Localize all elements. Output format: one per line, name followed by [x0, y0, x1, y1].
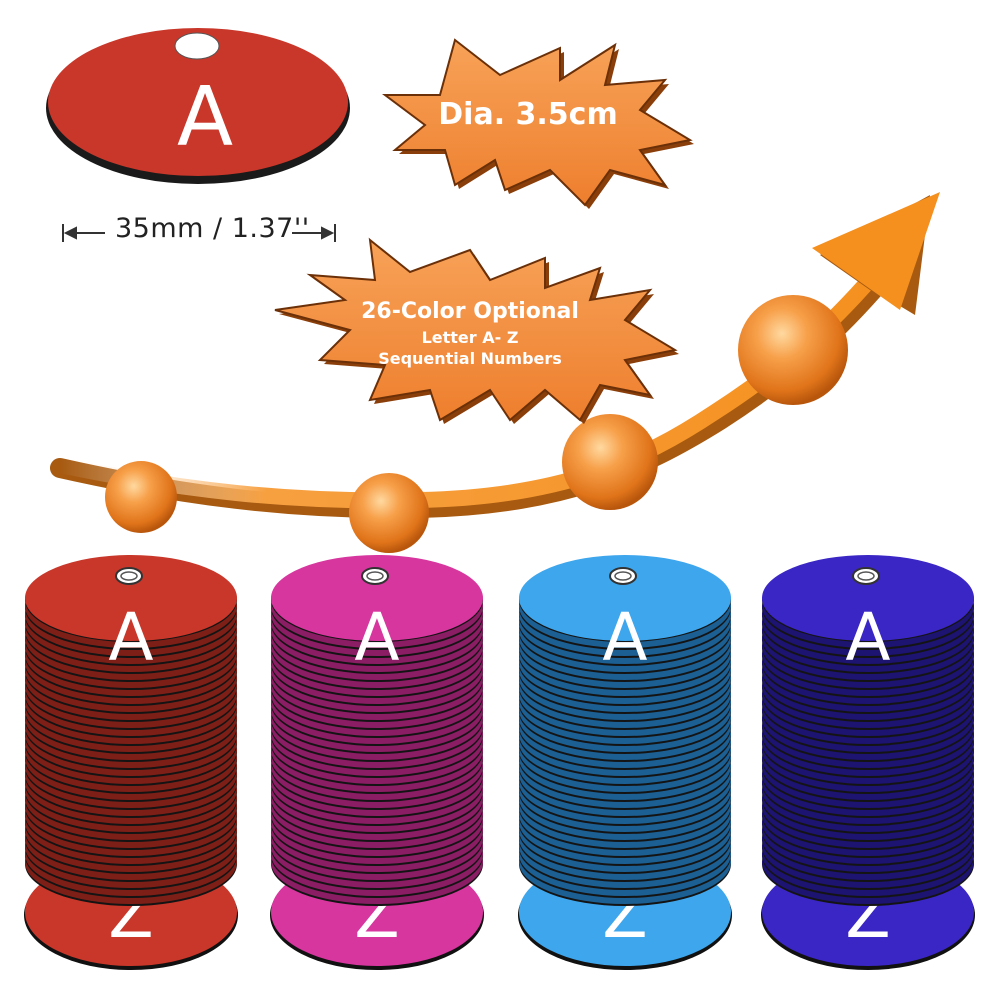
burst-options-line3: Sequential Numbers — [378, 349, 562, 368]
stack-hole — [115, 567, 143, 585]
stack-sky: ZA — [518, 555, 732, 970]
ball-3 — [562, 414, 658, 510]
burst-options-line2: Letter A- Z — [422, 328, 519, 347]
burst-diameter: Dia. 3.5cm — [382, 38, 694, 209]
stack-top-disc — [271, 555, 483, 641]
stack-top-disc — [25, 555, 237, 641]
dimension-indicator — [62, 224, 336, 242]
dimension-label: 35mm / 1.37'' — [115, 213, 310, 244]
stack-blue: ZA — [761, 555, 975, 970]
stack-top-disc — [519, 555, 731, 641]
stack-top-letter: A — [354, 599, 399, 676]
hero-tag: A — [46, 28, 350, 184]
burst-options-line1: 26-Color Optional — [361, 299, 579, 324]
stack-hole — [852, 567, 880, 585]
stack-top-disc — [762, 555, 974, 641]
hero-tag-hole — [174, 32, 220, 60]
stack-red: ZA — [24, 555, 238, 970]
hero-tag-letter: A — [177, 70, 233, 165]
burst-options: 26-Color Optional Letter A- Z Sequential… — [274, 237, 679, 424]
ball-1 — [105, 461, 177, 533]
growth-balls — [105, 295, 848, 553]
stack-hole — [361, 567, 389, 585]
stack-top-letter: A — [602, 599, 647, 676]
stack-top-letter: A — [108, 599, 153, 676]
stack-top-letter: A — [845, 599, 890, 676]
burst-diameter-text: Dia. 3.5cm — [438, 97, 617, 132]
ball-2 — [349, 473, 429, 553]
arrow-head — [812, 192, 940, 310]
ball-4 — [738, 295, 848, 405]
hero-tag-disc — [48, 28, 348, 176]
stack-hole — [609, 567, 637, 585]
stack-magenta: ZA — [270, 555, 484, 970]
